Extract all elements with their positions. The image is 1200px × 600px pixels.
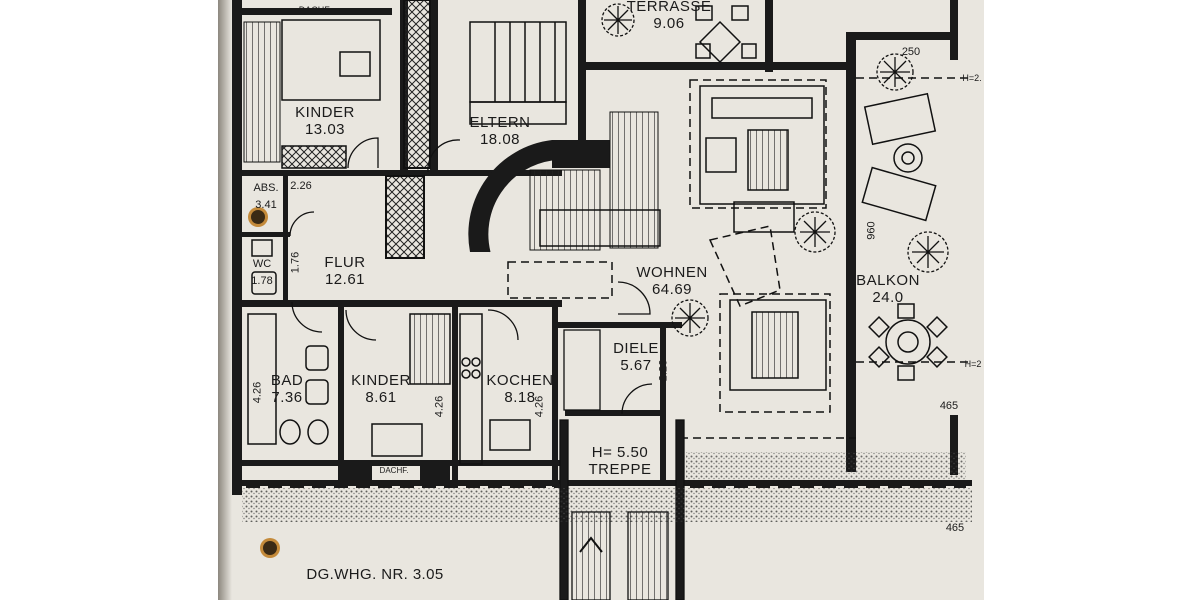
room-area: 8.18 [504,389,536,406]
room-name: KINDER [351,372,411,389]
bed-kinder [281,19,381,101]
dim-flur-side: 1.76 [289,251,302,274]
room-label-kinder-1: KINDER 13.03 [290,104,360,138]
room-area: 12.61 [324,271,366,288]
room-area: 9.06 [653,15,685,32]
plants [601,3,949,337]
room-label-wohnen: WOHNEN 64.69 [630,264,714,298]
room-name: WOHNEN [636,264,708,281]
roof-slope-left [243,21,281,163]
room-name: KINDER [295,104,355,121]
room-name: WC [252,258,272,270]
bathroom-fixtures [247,239,329,445]
dim-kochen-side: 4.26 [533,395,546,418]
room-name: BALKON [856,272,920,289]
room-label-eltern: ELTERN 18.08 [460,114,540,148]
room-label-flur: FLUR 12.61 [310,254,380,288]
dashed-guides [507,77,970,439]
dim-balkon-depth: 960 [865,221,878,240]
gravel-band-right [686,452,966,480]
living-furniture [539,85,827,391]
stairs-down [559,329,685,600]
paper-edge-shadow [218,0,232,600]
dim-dachf-top: DACHF. [298,5,332,15]
dim-bad-side: 4.26 [251,381,264,404]
room-name: DIELE [613,340,659,357]
room-name: TERRASSE [626,0,712,15]
dim-h-marker-1: H=2. [962,73,982,83]
room-name: BAD [270,372,304,389]
dim-balkon-top: 250 [901,46,921,58]
curved-wall [468,140,552,252]
room-area: 3.41 [255,199,277,211]
interior-walls [232,140,682,487]
plan-title: DG.WHG. NR. 3.05 [306,566,444,583]
room-area: 7.36 [271,389,303,406]
dim-kinder-side: 4.26 [433,395,446,418]
dim-corner-b: 465 [945,522,965,534]
room-area: 8.61 [365,389,397,406]
bed-eltern [469,21,567,125]
dim-h-marker-2: H=2 [964,359,982,369]
room-label-terrasse: TERRASSE 9.06 [624,0,714,32]
terrace-table [695,5,757,64]
room-area: 24.0 [872,289,904,306]
room-label-wc: WC 1.78 [246,256,278,290]
room-name: TREPPE [588,461,652,478]
room-label-treppe: H= 5.50 TREPPE [582,444,658,478]
room-name: ELTERN [469,114,531,131]
shaft-lower [385,175,425,259]
gravel-band [242,488,972,522]
wardrobe-kinder [281,145,347,169]
dim-corner-a: 465 [939,400,959,412]
dim-abs-width: 2.26 [290,180,312,192]
door-swings [289,137,653,415]
shaft-upper [403,0,431,169]
stair-treads [609,111,659,249]
kitchen-fixtures [371,313,531,465]
dim-dachf-bottom: DACHF. [379,466,409,475]
room-area: 64.69 [651,281,693,298]
room-name: KOCHEN [486,372,554,389]
room-label-kinder-2: KINDER 8.61 [346,372,416,406]
room-area: 1.78 [251,275,273,287]
room-area: 18.08 [479,131,521,148]
room-label-abs: ABS. 3.41 [248,180,284,214]
room-label-bad: BAD 7.36 [262,372,312,406]
room-name: ABS. [253,182,279,194]
room-label-diele: DIELE 5.67 [608,340,664,374]
room-label-balkon: BALKON 24.0 [856,272,920,306]
room-area: 13.03 [304,121,346,138]
dim-diele-side: 2.26 [657,359,670,382]
stair-height: H= 5.50 [591,444,649,461]
room-label-kochen: KOCHEN 8.18 [484,372,556,406]
room-name: FLUR [324,254,366,271]
room-area: 5.67 [620,357,652,374]
